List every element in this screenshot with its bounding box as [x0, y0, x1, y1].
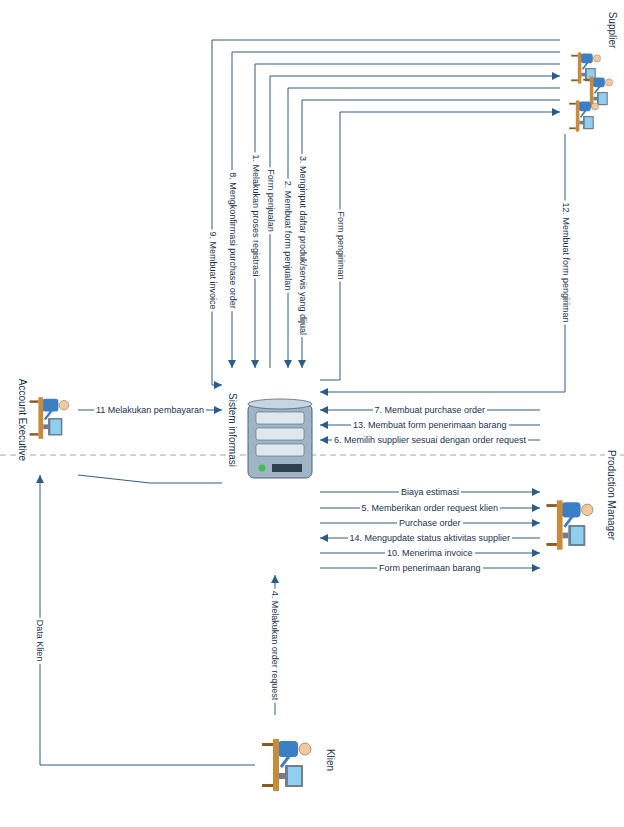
executive-figure — [30, 397, 69, 439]
flow-label: Data Klien — [34, 617, 45, 663]
flow-connector — [320, 112, 560, 380]
flow-label: Biaya estimasi — [399, 487, 461, 498]
flow-label: 5. Memberikan order request klien — [360, 503, 501, 514]
flow-label: 4. Melakukan order request — [269, 588, 280, 702]
flow-label: 2. Membuat form penjualan — [282, 178, 293, 292]
actor-node: Sistem informasi — [222, 368, 320, 575]
flow-label: 14. Mengupdate status aktivitas supplier — [348, 533, 513, 544]
flow-label: 8. Mengkonfirmasi purchase order — [226, 170, 237, 311]
supplier-figure — [569, 100, 598, 131]
flow-connector — [288, 88, 560, 368]
actor-node: Supplier — [560, 4, 620, 134]
flow-connector — [320, 134, 565, 392]
flow-connector — [302, 100, 560, 368]
manager-figure — [546, 500, 593, 549]
flow-label: Purchase order — [397, 518, 463, 529]
flow-label: 1. Melakukan proses registrasi — [250, 152, 261, 278]
actor-node: Account Executive — [12, 360, 78, 475]
flow-connector — [232, 52, 560, 368]
actor-label: Klien — [324, 747, 336, 773]
client-figure — [262, 739, 311, 791]
flow-connector — [78, 475, 222, 483]
actor-label: Production Manager — [605, 448, 617, 542]
actor-node: Production Manager — [540, 405, 620, 575]
actor-node: Klien — [255, 715, 340, 815]
flow-label: 3. Menginput daftar produk/servis yang d… — [297, 153, 308, 336]
flow-connector — [255, 64, 560, 368]
server-icon — [248, 399, 312, 478]
actor-label: Supplier — [606, 10, 618, 51]
flow-label: Form penerimaan barang — [377, 563, 483, 574]
flow-label: Form pengiriman — [335, 209, 346, 281]
flow-label: 12. Membuat form pengiriman — [560, 200, 571, 324]
flow-connector — [212, 40, 560, 385]
flow-connector — [270, 76, 560, 368]
flow-label: 11 Melakukan pembayaran — [94, 405, 206, 416]
flow-label: 7. Membuat purchase order — [373, 405, 488, 416]
actor-label: Sistem informasi — [226, 391, 238, 469]
flow-connector — [40, 475, 255, 765]
flow-label: 9. Membuat invoice — [207, 229, 218, 311]
flow-label: 6. Memilih supplier sesuai dengan order … — [332, 435, 528, 446]
flow-label: Form penjualan — [264, 167, 275, 234]
flow-label: 10. Menerima invoice — [385, 548, 475, 559]
flow-label: 13. Membuat form penerimaan barang — [351, 420, 509, 431]
actor-label: Account Executive — [16, 377, 28, 463]
